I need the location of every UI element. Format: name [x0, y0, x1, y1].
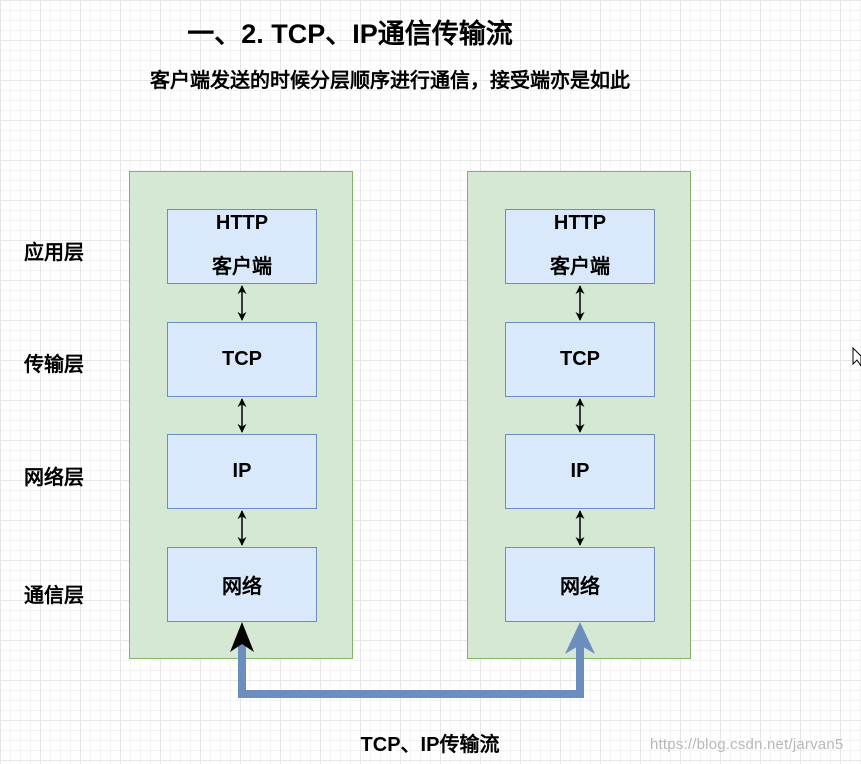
receiver-client-label: 客户端: [550, 256, 610, 278]
sender-client-label: 客户端: [212, 256, 272, 278]
watermark: https://blog.csdn.net/jarvan5: [650, 736, 844, 753]
layer-label-application: 应用层: [24, 242, 84, 264]
diagram-subtitle: 客户端发送的时候分层顺序进行通信，接受端亦是如此: [150, 70, 630, 92]
sender-tcp-box: TCP: [167, 322, 317, 397]
layer-label-network: 网络层: [24, 467, 84, 489]
receiver-network-box: 网络: [505, 547, 655, 622]
tcp-ip-flow-line: [238, 638, 584, 698]
layer-label-link: 通信层: [24, 585, 84, 607]
layer-label-transport: 传输层: [24, 354, 84, 376]
sender-http-box: HTTP 客户端: [167, 209, 317, 284]
flow-caption: TCP、IP传输流: [360, 734, 500, 756]
sender-ip-box: IP: [167, 434, 317, 509]
flow-end-arrowhead: [565, 622, 595, 654]
flow-start-arrowhead: [230, 622, 254, 652]
receiver-http-box: HTTP 客户端: [505, 209, 655, 284]
diagram-title: 一、2. TCP、IP通信传输流: [187, 19, 513, 49]
receiver-http-label: HTTP: [553, 212, 607, 234]
sender-network-box: 网络: [167, 547, 317, 622]
receiver-ip-box: IP: [505, 434, 655, 509]
receiver-tcp-box: TCP: [505, 322, 655, 397]
sender-http-label: HTTP: [215, 212, 269, 234]
